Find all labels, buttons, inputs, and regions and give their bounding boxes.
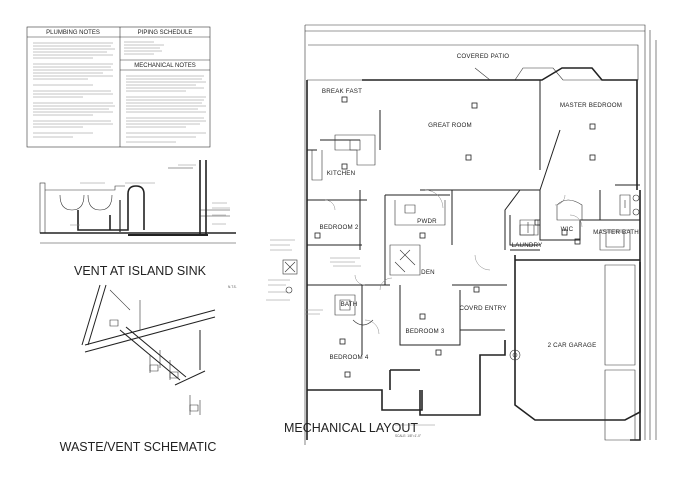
- piping-schedule-title: PIPING SCHEDULE: [138, 30, 193, 36]
- register-symbols: [314, 96, 596, 378]
- piping-schedule-lines: [124, 41, 164, 55]
- island-sink-detail: VENT AT ISLAND SINK N.T.S.: [39, 160, 237, 289]
- room-label-covered-patio: COVERED PATIO: [457, 53, 510, 60]
- vent-island-sink-title: VENT AT ISLAND SINK: [74, 264, 207, 278]
- room-label-2-car-garage: 2 CAR GARAGE: [548, 342, 597, 349]
- island-scale: N.T.S.: [228, 285, 237, 289]
- room-label-den: DEN: [421, 269, 435, 276]
- plan-scale: SCALE: 1/8"=1'-0": [395, 434, 421, 438]
- plumbing-notes-lines: [33, 42, 115, 138]
- waste-vent-schematic-title: WASTE/VENT SCHEMATIC: [60, 440, 217, 454]
- mechanical-notes-lines: [126, 75, 206, 143]
- room-label-kitchen: KITCHEN: [327, 170, 356, 177]
- notes-box: PLUMBING NOTES PIPING SCHEDULE MECHANICA…: [26, 26, 211, 148]
- room-label-master-bedroom: MASTER BEDROOM: [560, 102, 622, 109]
- room-label-laundry: LAUNDRY: [512, 242, 543, 249]
- room-label-bedroom-2: BEDROOM 2: [320, 224, 359, 231]
- mechanical-layout-title: MECHANICAL LAYOUT: [284, 421, 418, 435]
- room-label-covrd-entry: COVRD ENTRY: [459, 305, 506, 312]
- room-label-bedroom-4: BEDROOM 4: [330, 354, 369, 361]
- plumbing-notes-title: PLUMBING NOTES: [46, 30, 100, 36]
- room-label-master-bath: MASTER BATH: [593, 229, 639, 236]
- room-label-bath: BATH: [341, 301, 358, 308]
- waste-vent-schematic: WASTE/VENT SCHEMATIC: [60, 284, 217, 454]
- room-label-bedroom-3: BEDROOM 3: [406, 328, 445, 335]
- room-labels: COVERED PATIO BREAK FAST MASTER BEDROOM …: [320, 53, 639, 361]
- room-label-pwdr: PWDR: [417, 218, 437, 225]
- room-label-great-room: GREAT ROOM: [428, 122, 472, 129]
- mechanical-notes-title: MECHANICAL NOTES: [134, 63, 195, 69]
- room-label-wic: WIC: [561, 226, 574, 233]
- floor-plan: COVERED PATIO BREAK FAST MASTER BEDROOM …: [266, 24, 657, 445]
- room-label-break-fast: BREAK FAST: [322, 88, 362, 95]
